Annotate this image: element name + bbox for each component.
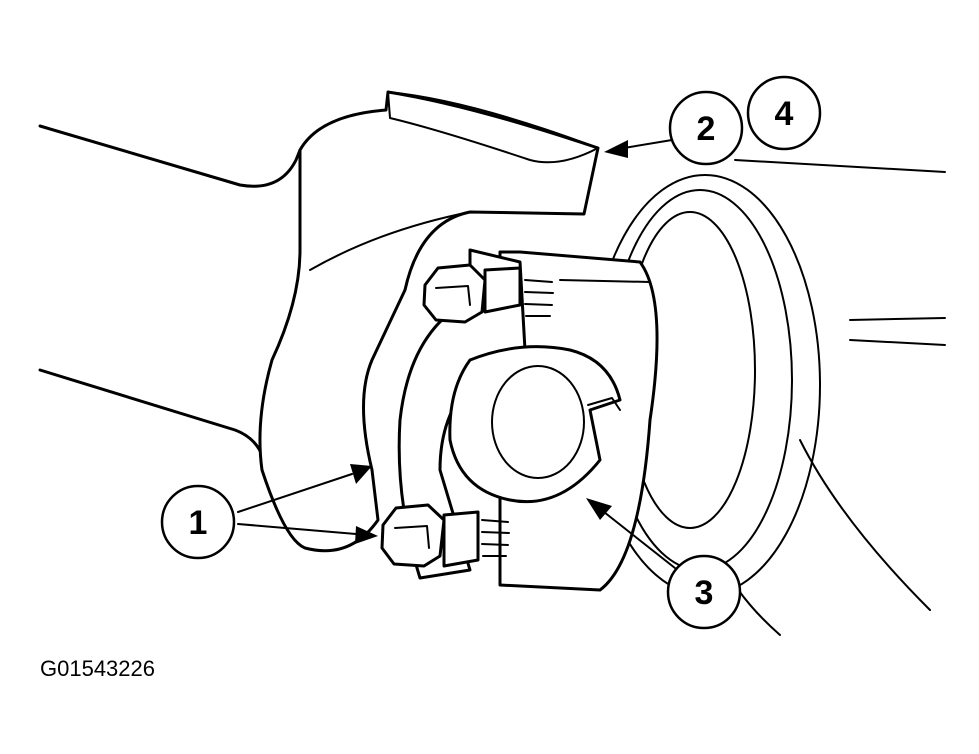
upper-bolt bbox=[422, 263, 554, 324]
callout-1-number: 1 bbox=[189, 504, 208, 542]
callout-1: 1 bbox=[160, 484, 236, 560]
figure-id-label: G01543226 bbox=[40, 656, 155, 681]
callout-2: 2 bbox=[668, 90, 744, 166]
callout-3-number: 3 bbox=[695, 574, 714, 612]
callout-2-number: 2 bbox=[697, 110, 716, 148]
lower-bolt bbox=[380, 503, 510, 568]
leader-lines bbox=[237, 139, 681, 573]
callout-4: 4 bbox=[746, 75, 822, 151]
callout-4-number: 4 bbox=[775, 95, 794, 133]
u-joint-yoke bbox=[258, 90, 600, 553]
callout-3: 3 bbox=[666, 554, 742, 630]
u-joint-bearing-cap bbox=[448, 345, 622, 504]
